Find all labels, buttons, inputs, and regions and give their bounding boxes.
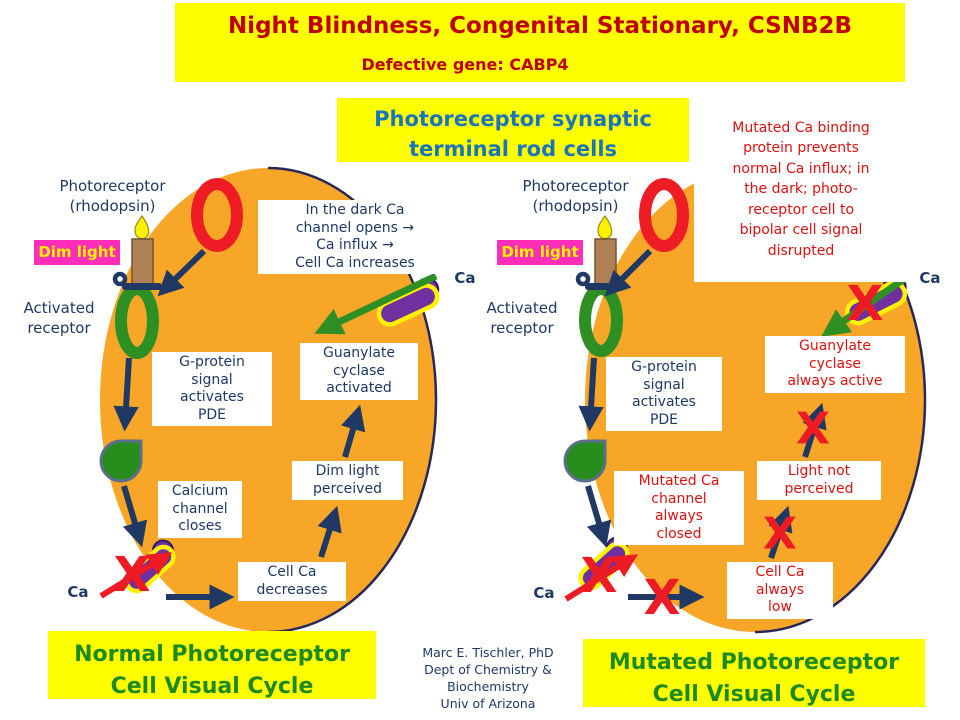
- g-protein-box-right: G-protein signal activates PDE: [606, 357, 722, 431]
- rhodopsin-ring-icon-right: [639, 178, 689, 252]
- candle-holder-curl: [575, 271, 591, 287]
- arrow-pde-to-channel-left: [121, 485, 148, 548]
- candle-holder: [122, 283, 162, 290]
- arrow-ca-blocked-left: [99, 552, 173, 599]
- x-mark-icon: X: [796, 404, 830, 455]
- activated-receptor-label-right: Activated receptor: [486, 299, 558, 337]
- mutation-note: Mutated Ca binding protein prevents norm…: [694, 118, 908, 282]
- x-mark-icon: X: [643, 570, 680, 626]
- ca-out-label-right: Ca: [533, 584, 555, 602]
- arrow-to-light-not-perceived: [768, 505, 793, 559]
- cell-ca-decreases-box: Cell Ca decreases: [238, 562, 346, 601]
- arrow-activated-to-pde-right: [578, 357, 604, 432]
- ca-out-label-left: Ca: [67, 583, 89, 601]
- candle-body: [131, 238, 154, 286]
- pde-enzyme-icon-right: [563, 439, 607, 483]
- candle-body: [594, 238, 617, 286]
- flame-icon: [134, 214, 150, 240]
- rhodopsin-ring-icon-left: [191, 178, 243, 252]
- pde-enzyme-icon-left: [99, 439, 143, 483]
- ca-in-label-right: Ca: [919, 269, 941, 287]
- arrow-pde-to-channel-right: [585, 485, 612, 548]
- arrow-rhodopsin-to-activated-left: [157, 248, 207, 297]
- arrow-activated-to-pde-left: [113, 357, 139, 432]
- normal-cycle-banner: Normal Photoreceptor Cell Visual Cycle: [48, 631, 376, 699]
- x-mark-icon: X: [580, 548, 617, 604]
- section-heading: Photoreceptor synaptic terminal rod cell…: [337, 98, 689, 162]
- arrow-to-guanylate-activated: [340, 404, 366, 458]
- flame-icon: [597, 214, 613, 240]
- guanylate-box-left: Guanylate cyclase activated: [300, 343, 418, 400]
- light-not-perceived-box: Light not perceived: [757, 461, 881, 500]
- x-mark-icon: X: [846, 276, 883, 332]
- ca-in-label-left: Ca: [454, 269, 476, 287]
- cell-ca-always-low-box: Cell Ca always low: [727, 562, 833, 619]
- photoreceptor-label-left: Photoreceptor (rhodopsin): [59, 177, 166, 215]
- defective-gene-subtitle: Defective gene: CABP4: [361, 55, 569, 74]
- mutated-cycle-banner: Mutated Photoreceptor Cell Visual Cycle: [583, 639, 925, 707]
- x-mark-icon: X: [113, 547, 150, 603]
- activated-receptor-label-left: Activated receptor: [23, 299, 95, 337]
- dark-channel-note-box: In the dark Ca channel opens → Ca influx…: [258, 200, 452, 274]
- photoreceptor-label-right: Photoreceptor (rhodopsin): [522, 177, 629, 215]
- dim-light-badge-left: Dim light: [34, 240, 120, 265]
- calcium-channel-box-left: Calcium channel closes: [158, 481, 242, 538]
- mutated-channel-box: Mutated Ca channel always closed: [614, 471, 744, 545]
- arrow-to-guanylate-always-active: [802, 402, 827, 458]
- normal-cell-membrane-edge: [267, 166, 438, 634]
- g-protein-box-left: G-protein signal activates PDE: [152, 352, 272, 426]
- arrow-ca-influx-left: [314, 272, 438, 335]
- slide-title: Night Blindness, Congenital Stationary, …: [227, 13, 853, 39]
- arrow-rhodopsin-to-activated-right: [604, 248, 653, 297]
- arrow-ca-influx-right: [821, 276, 907, 337]
- arrow-ca-blocked-right: [564, 554, 639, 602]
- author-credits: Marc E. Tischler, PhD Dept of Chemistry …: [422, 645, 554, 711]
- dim-light-badge-right: Dim light: [497, 240, 583, 265]
- candle-holder-curl: [112, 271, 128, 287]
- dim-light-perceived-box: Dim light perceived: [292, 461, 403, 500]
- arrow-to-dim-light-perceived: [317, 505, 342, 558]
- title-banner: Night Blindness, Congenital Stationary, …: [175, 3, 905, 82]
- candle-icon-left: [112, 214, 162, 290]
- guanylate-always-active-box: Guanylate cyclase always active: [765, 336, 905, 393]
- x-mark-icon: X: [763, 509, 797, 560]
